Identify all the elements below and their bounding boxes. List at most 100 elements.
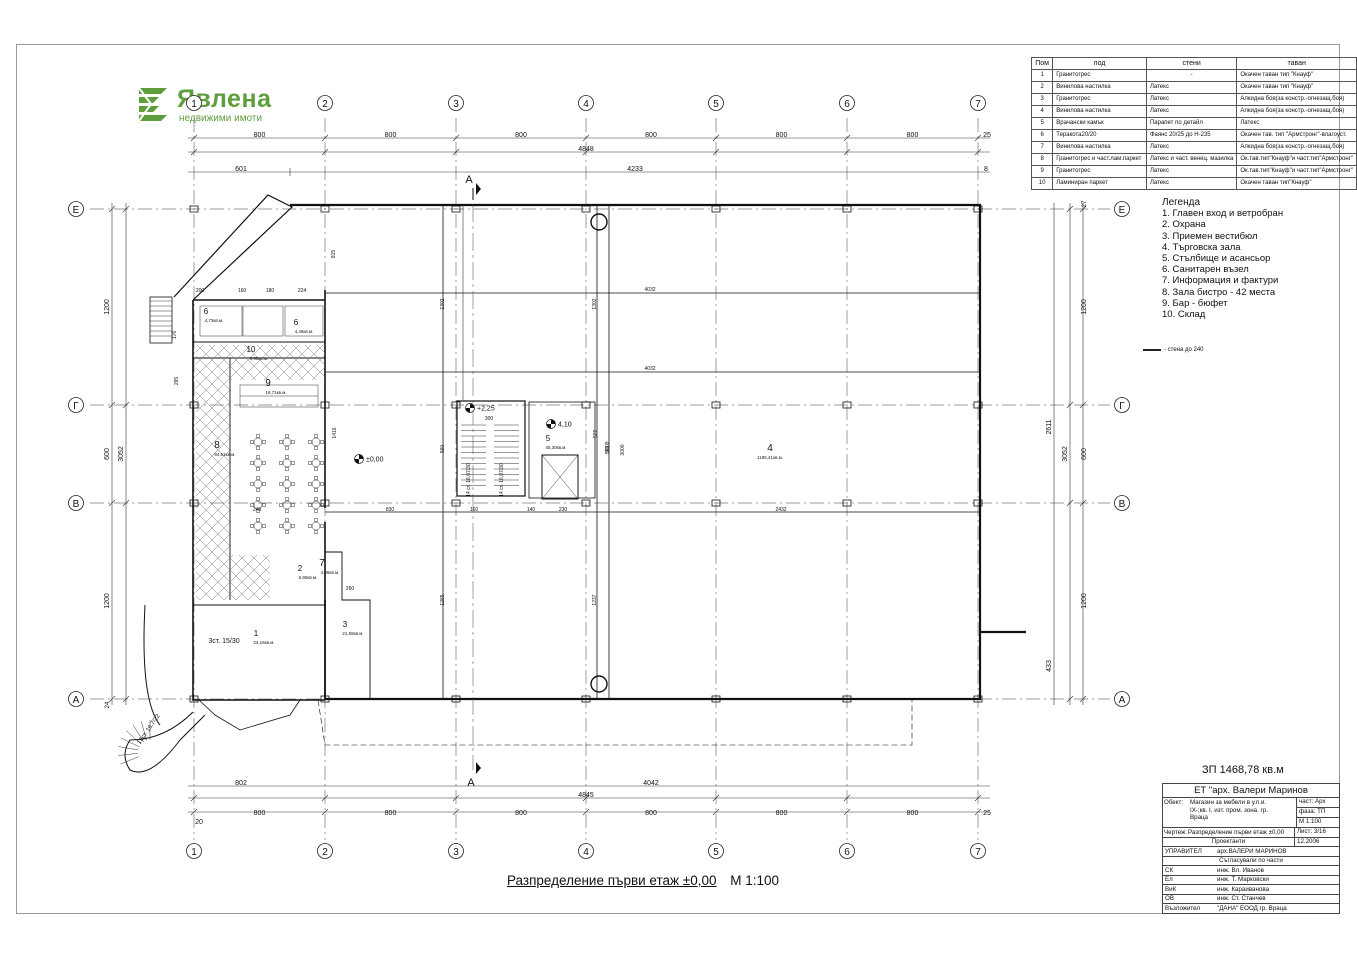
dimension-tick: [122, 401, 130, 409]
object-label: Обект:: [1164, 799, 1184, 806]
interior-dimension: 4032: [644, 366, 655, 372]
bistro-chair: [308, 503, 312, 507]
grid-label-bottom: 7: [975, 847, 981, 858]
elevator-shaft: [541, 454, 579, 500]
wall-note: - стена до 240: [1143, 347, 1204, 353]
grid-label-top: 6: [844, 99, 850, 110]
sheet-title-scale: М 1:100: [730, 873, 780, 888]
legend-item: 1. Главен вход и ветробран: [1162, 208, 1284, 220]
bistro-chair: [256, 518, 260, 522]
floor-hatch: [316, 345, 325, 604]
object-line: Враца: [1190, 814, 1208, 821]
floor-hatch: [196, 345, 276, 604]
wall-finish: Латекс: [1145, 81, 1238, 94]
bistro-chair: [256, 476, 260, 480]
bistro-table: [311, 521, 321, 531]
grid-bubble: [448, 95, 464, 111]
wall-finish: Латекс: [1145, 177, 1238, 190]
floor-hatch: [196, 345, 312, 604]
floor-hatch: [196, 345, 288, 604]
interior-dimension: 572: [593, 430, 599, 439]
bistro-chair: [314, 497, 318, 501]
floor-hatch: [401, 345, 659, 603]
bistro-chair: [291, 461, 295, 465]
dimension-tick: [122, 205, 130, 213]
drawing-row: Чертеж: Разпределение първи етаж ±0,00 Л…: [1163, 828, 1339, 838]
ceiling-finish: Ок.тав.тип"Кнауф"и част.тип"Армстронг": [1236, 153, 1357, 166]
part-engineer: инж. Караиванова: [1217, 885, 1270, 893]
column-marker: [711, 695, 721, 703]
bistro-chair: [320, 461, 324, 465]
grid-label-top: 2: [322, 99, 328, 110]
bistro-chair: [285, 518, 289, 522]
grid-bubble: [186, 95, 202, 111]
dimension-text: 25: [983, 810, 991, 817]
round-column: [590, 675, 608, 693]
grid-bubble: [1114, 691, 1130, 707]
part-name: ОВ: [1165, 895, 1174, 902]
interior-dimension: 248: [253, 507, 262, 513]
bistro-table: [253, 521, 263, 531]
finishes-header: стени: [1145, 57, 1238, 70]
legend-item: 3. Приемен вестибюл: [1162, 230, 1258, 242]
legend-item: 7. Информация и фактури: [1162, 275, 1279, 287]
object-meta: част: Арх фаза: ТП М 1:100: [1296, 798, 1339, 827]
bistro-chair: [250, 503, 254, 507]
section-label: А: [467, 777, 475, 789]
floor-hatch: [196, 345, 204, 604]
bistro-chair: [314, 455, 318, 459]
bistro-table: [253, 479, 263, 489]
date-cell: 12.2006: [1294, 837, 1339, 846]
level-value: 4,10: [558, 422, 572, 429]
column-marker: [711, 205, 721, 213]
bistro-chair: [314, 488, 318, 492]
room-number: 10: [1030, 177, 1054, 190]
ceiling-finish: Ок.тав.тип"Кнауф"и част.тип"Армстронг": [1236, 165, 1357, 178]
bistro-chair: [291, 440, 295, 444]
room-number: 2: [298, 564, 303, 573]
column-marker: [320, 695, 330, 703]
bistro-chair: [308, 524, 312, 528]
dimension-tick: [190, 808, 198, 816]
dimension-tick: [843, 134, 851, 142]
column-marker: [842, 695, 852, 703]
wall-finish: Латекс: [1145, 141, 1238, 154]
client-label: Възложител: [1165, 904, 1201, 912]
ceiling-finish: Алкидна боя(за констр.-огнезащ.боя): [1236, 105, 1357, 118]
wc-cubicle: [199, 305, 243, 337]
part-name: Ел: [1165, 876, 1173, 883]
floor-hatch: [196, 345, 325, 604]
room-number: 3: [343, 620, 348, 629]
floor-hatch: [196, 345, 216, 604]
room-number: 1: [1030, 69, 1054, 82]
floor-hatch: [473, 345, 731, 603]
interior-dimension: 1302: [592, 298, 598, 309]
room-number: 6: [1030, 129, 1054, 142]
bistro-chair: [308, 440, 312, 444]
dimension-tick: [974, 148, 982, 156]
room-area: 6,90кв.м.: [299, 575, 318, 580]
dimension-text: 8: [984, 166, 988, 173]
bistro-chair: [291, 524, 295, 528]
grid-bubble: [1114, 397, 1130, 413]
spiral-stair: [124, 604, 206, 773]
interior-dimension: 560: [440, 445, 446, 454]
bistro-table: [282, 521, 292, 531]
floor-hatch: [196, 345, 240, 604]
stair-note: 18ст. 16,7/22: [137, 713, 162, 746]
legend-item: 4. Търговска зала: [1162, 241, 1241, 253]
floor-hatch: [0, 345, 179, 603]
grid-label-right: А: [1119, 695, 1126, 706]
floor-hatch: [196, 345, 325, 604]
dimension-text: 800: [515, 810, 527, 817]
room-area: 1195,41кв.м.: [757, 455, 783, 460]
grid-bubble: [1114, 201, 1130, 217]
wall-finish: Латекс: [1145, 105, 1238, 118]
hall-wall: [290, 203, 1026, 701]
dimension-text: 601: [235, 166, 247, 173]
dimension-tick: [1079, 499, 1087, 507]
bistro-chair: [314, 467, 318, 471]
